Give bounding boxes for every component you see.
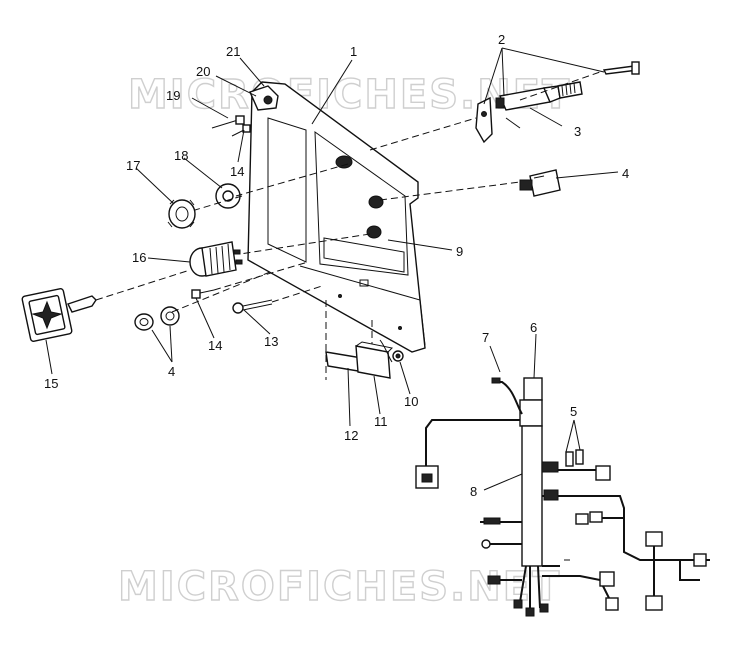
toggle-switch — [519, 169, 561, 197]
callout-1: 1 — [350, 44, 357, 59]
callout-14-top: 14 — [230, 164, 244, 179]
callout-2: 2 — [498, 32, 505, 47]
assembly-lines — [95, 71, 601, 380]
washer-18 — [215, 183, 241, 209]
callout-15: 15 — [44, 376, 58, 391]
watermark-top: MICROFICHES.NET — [128, 72, 571, 118]
connector-block — [325, 339, 404, 379]
callout-16: 16 — [132, 250, 146, 265]
switch-assembly — [475, 61, 640, 144]
key — [21, 287, 97, 343]
callout-4-bottom: 4 — [168, 364, 175, 379]
leader-lines — [45, 47, 619, 491]
wiring-harness — [415, 377, 710, 617]
callout-labels: 1 2 3 4 4 5 6 7 8 9 10 11 12 13 14 14 15… — [44, 32, 629, 499]
screw-13 — [232, 299, 273, 314]
callout-13: 13 — [264, 334, 278, 349]
ignition-switch — [189, 241, 243, 277]
callout-3: 3 — [574, 124, 581, 139]
screw-14-lower — [191, 289, 215, 299]
callout-12: 12 — [344, 428, 358, 443]
callout-6: 6 — [530, 320, 537, 335]
callout-11: 11 — [374, 414, 388, 429]
callout-14-bottom: 14 — [208, 338, 222, 353]
callout-7: 7 — [482, 330, 489, 345]
callout-9: 9 — [456, 244, 463, 259]
screw-14-top — [231, 124, 251, 137]
nuts-4-lower — [134, 306, 180, 331]
nut-17 — [167, 199, 196, 229]
watermark-bottom: MICROFICHES.NET — [118, 564, 561, 610]
callout-4-top: 4 — [622, 166, 629, 181]
callout-19: 19 — [166, 88, 180, 103]
callout-8: 8 — [470, 484, 477, 499]
callout-20: 20 — [196, 64, 210, 79]
mount-bracket — [249, 85, 279, 111]
screw-19 — [211, 115, 245, 129]
callout-5: 5 — [570, 404, 577, 419]
instrument-panel — [247, 81, 426, 353]
callout-18: 18 — [174, 148, 188, 163]
callout-17: 17 — [126, 158, 140, 173]
callout-10: 10 — [404, 394, 418, 409]
callout-21: 21 — [226, 44, 240, 59]
